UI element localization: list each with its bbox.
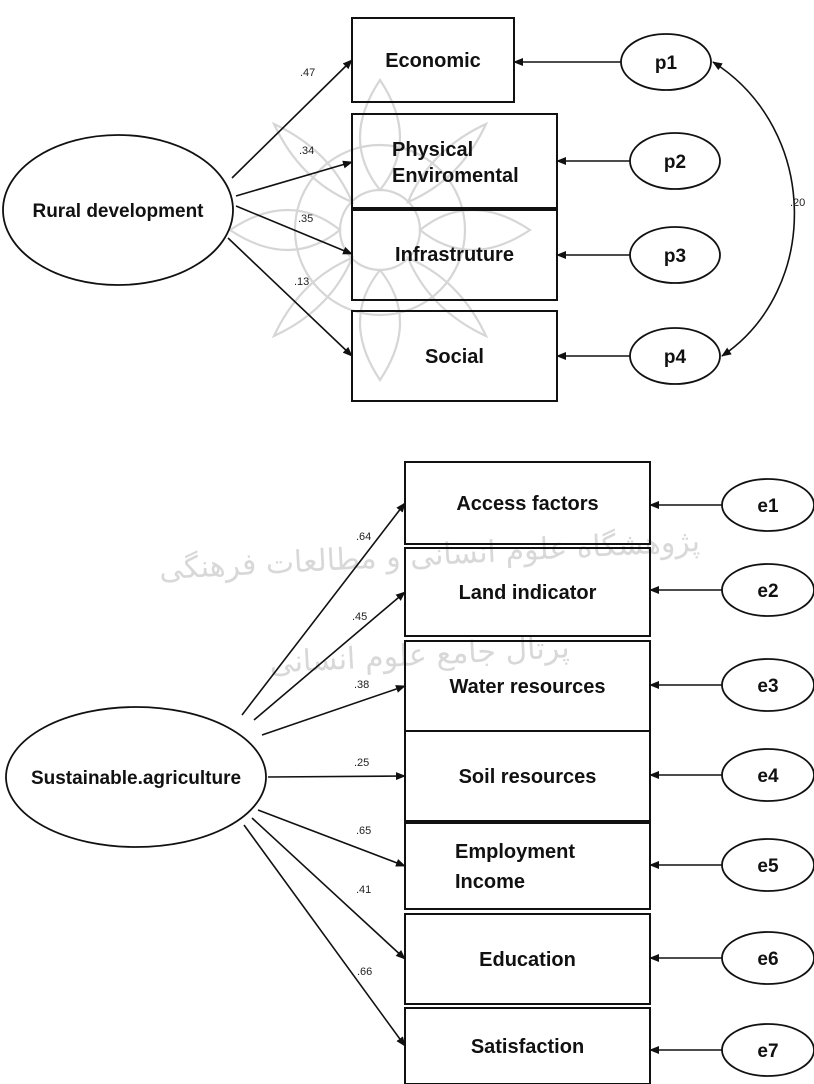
loading-path [243, 824, 406, 1047]
watermark-text-2: پرتال جامع علوم انسانی [269, 630, 571, 681]
loading-coefficient: .38 [354, 679, 369, 691]
loading-coefficient: .41 [356, 884, 371, 896]
covariance-coefficient: .20 [790, 197, 805, 209]
latent-label: Rural development [32, 201, 204, 222]
indicator-box [351, 113, 558, 211]
indicator-label: Enviromental [392, 165, 519, 187]
latent-rural-development [2, 134, 234, 286]
error-label: e6 [757, 949, 778, 970]
indicator-label: Water resources [450, 676, 606, 698]
loading-coefficient: .35 [298, 213, 313, 225]
indicator-label: Income [455, 871, 525, 893]
loading-path [235, 205, 353, 255]
indicator-label: Access factors [456, 493, 598, 515]
loading-coefficient: .34 [299, 145, 314, 157]
loading-coefficient: .45 [352, 611, 367, 623]
error-label: p2 [664, 152, 686, 173]
latent-sustainable-agriculture [5, 706, 267, 848]
loading-path [227, 237, 353, 357]
loading-coefficient: .47 [300, 67, 315, 79]
error-label: p1 [655, 53, 678, 74]
error-label: e5 [757, 856, 779, 877]
error-label: e3 [757, 676, 778, 697]
loading-path [241, 502, 406, 716]
indicator-label: Economic [385, 50, 481, 72]
loading-path [235, 160, 353, 197]
loading-coefficient: .66 [357, 966, 372, 978]
error-label: p4 [664, 347, 687, 368]
indicator-label: Employment [455, 841, 575, 863]
error-label: e2 [757, 581, 778, 602]
indicator-label: Education [479, 949, 576, 971]
loading-path [253, 591, 406, 721]
error-label: e1 [757, 496, 779, 517]
indicator-label: Soil resources [459, 766, 597, 788]
indicator-label: Social [425, 346, 484, 368]
loading-coefficient: .25 [354, 757, 369, 769]
loading-path [257, 809, 406, 867]
loading-path [231, 59, 353, 179]
loading-coefficient: .65 [356, 825, 371, 837]
error-label: e7 [757, 1041, 778, 1062]
covariance-arc [712, 61, 796, 357]
indicator-label: Satisfaction [471, 1036, 584, 1058]
loading-coefficient: .64 [356, 531, 371, 543]
indicator-label: Infrastruture [395, 244, 514, 266]
indicator-box [404, 822, 651, 910]
loading-coefficient: .13 [294, 276, 309, 288]
indicator-label: Land indicator [459, 582, 597, 604]
loading-path [267, 772, 406, 781]
loading-path [251, 817, 406, 960]
latent-label: Sustainable.agriculture [31, 768, 241, 789]
indicator-label: Physical [392, 139, 473, 161]
watermark-text-1: پژوهشگاه علوم انسانی و مطالعات فرهنگی [158, 524, 701, 587]
loading-path [261, 685, 406, 736]
sustainable-agriculture-model: Sustainable.agriculture Access factors .64… [5, 461, 814, 1084]
rural-development-model: Rural development Economic .47 p1PhysicalEn… [2, 17, 805, 402]
error-label: e4 [757, 766, 779, 787]
error-label: p3 [664, 246, 686, 267]
